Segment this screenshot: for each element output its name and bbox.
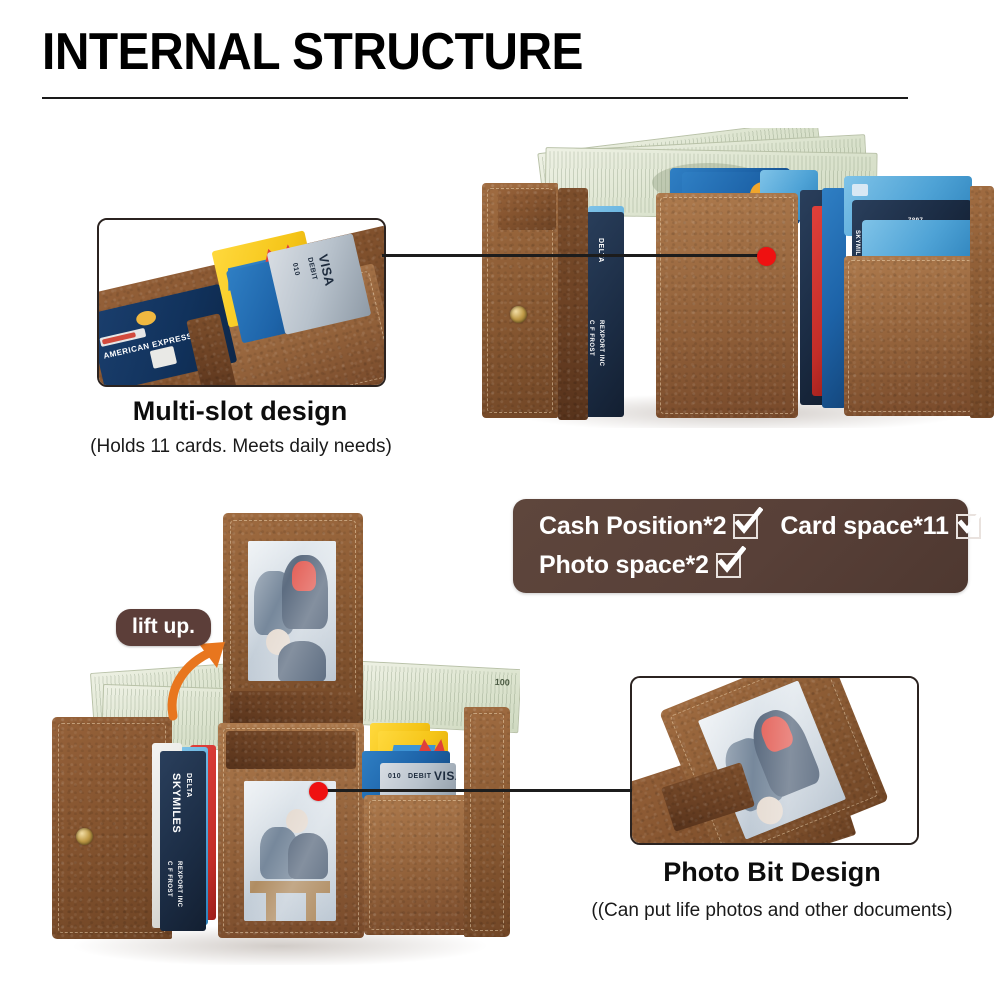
checkbox-icon [955, 507, 986, 539]
feature-label: Photo space*2 [539, 551, 709, 579]
feature-row-2: Photo space*2 [539, 546, 746, 580]
caption-title-photo-bit: Photo Bit Design [663, 857, 881, 887]
photo-bottom-main: 100 100 [40, 495, 520, 965]
photo-window-lifted [248, 541, 336, 681]
callout-line-multi-slot [382, 254, 766, 257]
wallet-right-edge [970, 186, 994, 418]
lift-up-arrow-icon [167, 642, 225, 721]
feature-item-card-space: Card space*11 [780, 507, 986, 541]
card-delta-skymiles: DELTA SKYMILES C F FROST REXPORT INC [160, 751, 206, 931]
caption-sub-photo-bit: ((Can put life photos and other document… [591, 900, 953, 921]
wallet-left-pocket [498, 190, 556, 230]
wallet-right-flap [464, 707, 510, 937]
callout-marker-multi-slot [757, 247, 776, 266]
photo-window-main [244, 781, 336, 921]
snap-button [76, 828, 93, 845]
photo-top-detail: AMERICAN EXPRESS VISA DEBIT 010 [99, 220, 384, 385]
checkbox-icon [715, 546, 746, 578]
feature-summary-box: Cash Position*2 Card space*11 Photo spac… [513, 499, 986, 593]
wallet-center-pocket [656, 193, 798, 418]
wallet-right-pocket [364, 795, 480, 935]
wallet-right-pocket [844, 256, 976, 416]
feature-label: Cash Position*2 [539, 512, 727, 540]
checkbox-icon [733, 507, 764, 539]
wallet-center-slot [226, 731, 356, 769]
callout-marker-photo-bit [309, 782, 328, 801]
caption-sub-multi-slot: (Holds 11 cards. Meets daily needs) [90, 436, 392, 457]
photo-frame-multi-slot: AMERICAN EXPRESS VISA DEBIT 010 [97, 218, 386, 387]
wallet-divider-panel [558, 188, 588, 420]
photo-top-main: 100 100 DELTA C F FROST REXPORT INC Debi… [470, 128, 1000, 428]
feature-item-photo-space: Photo space*2 [539, 546, 746, 580]
feature-label: Card space*11 [780, 512, 949, 540]
page-title: INTERNAL STRUCTURE [42, 23, 584, 81]
caption-title-multi-slot: Multi-slot design [132, 396, 348, 426]
header-divider [42, 97, 908, 99]
lift-up-badge: lift up. [116, 609, 211, 646]
feature-item-cash-position: Cash Position*2 [539, 507, 764, 541]
feature-row-1: Cash Position*2 Card space*11 [539, 507, 986, 541]
card-slot-card [822, 188, 846, 408]
wallet-flap-base [230, 691, 356, 727]
callout-line-photo-bit [326, 789, 632, 792]
photo-bottom-detail [632, 678, 917, 843]
photo-frame-photo-bit [630, 676, 919, 845]
snap-button [510, 306, 527, 323]
